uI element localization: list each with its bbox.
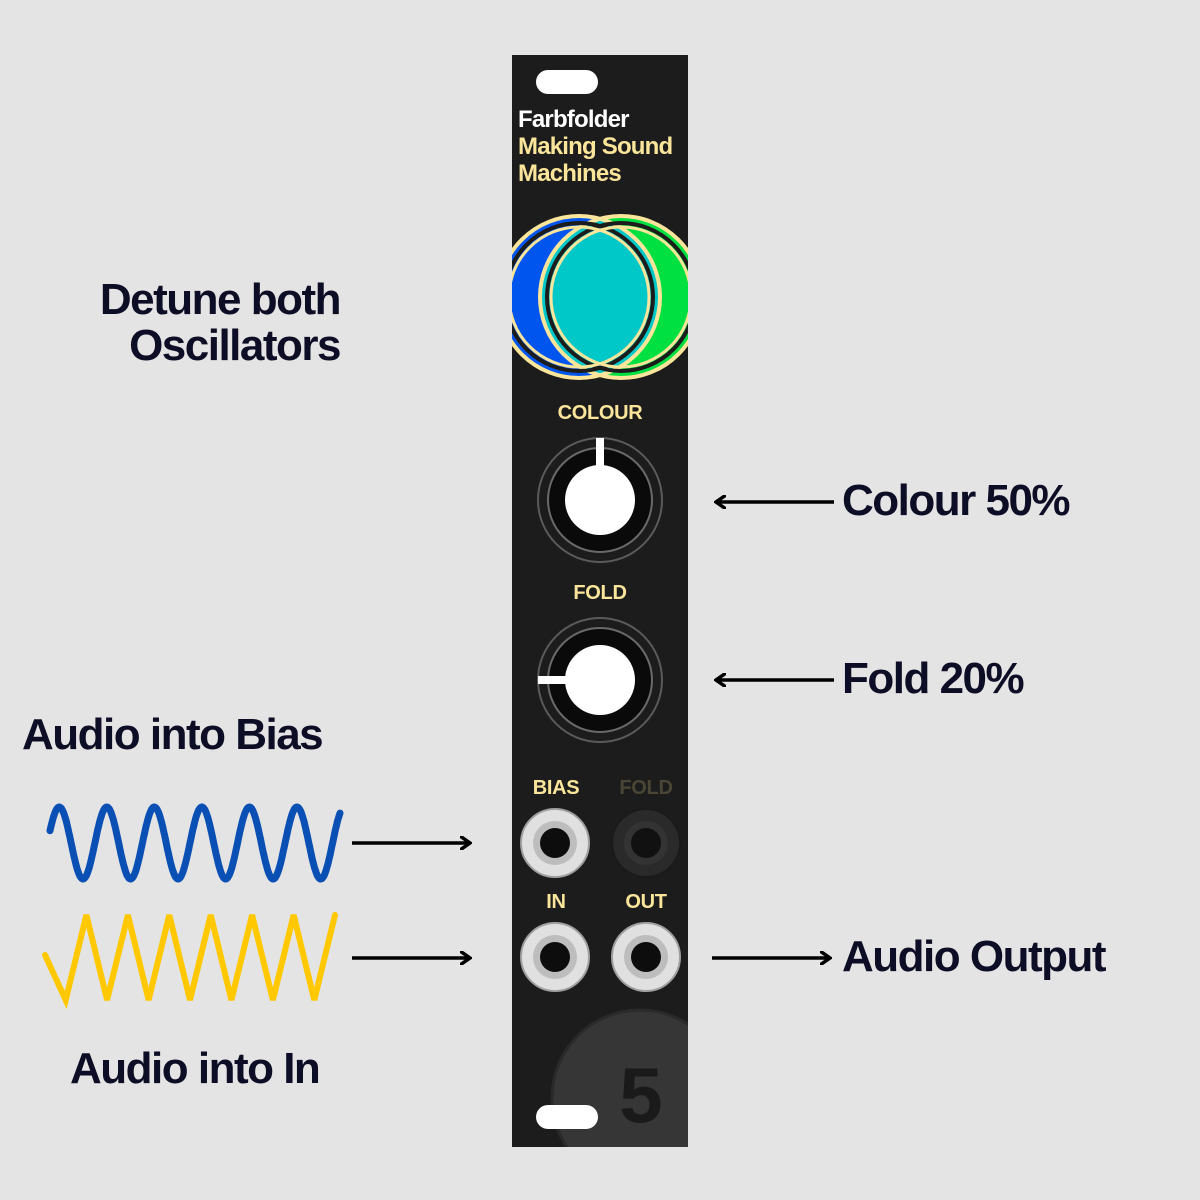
brand-line-2: Machines [518, 160, 622, 187]
triangle-wave-icon [42, 912, 338, 1010]
panel-title-block: Farbfolder Making Sound Machines [518, 106, 673, 187]
detune-annotation: Detune both Oscillators [40, 275, 342, 370]
detune-line-2: Oscillators [129, 321, 341, 370]
bias-jack-label: BIAS [532, 777, 580, 799]
colour-venn-graphic [512, 214, 688, 380]
out-jack[interactable] [611, 922, 681, 992]
bias-jack[interactable] [520, 808, 590, 878]
brand-line-1: Making Sound [518, 133, 673, 160]
module-name: Farbfolder [518, 106, 629, 133]
overlap-lens [540, 216, 660, 378]
in-jack[interactable] [520, 922, 590, 992]
fold-annotation: Fold 20% [842, 654, 1025, 703]
detune-line-1: Detune both [99, 275, 342, 324]
out-jack-label: OUT [625, 891, 667, 913]
colour-annotation: Colour 50% [842, 476, 1071, 525]
fold-label: FOLD [573, 582, 627, 604]
colour-label: COLOUR [557, 402, 643, 424]
audio-into-bias-annotation: Audio into Bias [22, 710, 324, 759]
colour-knob[interactable] [537, 437, 663, 563]
audio-output-annotation: Audio Output [842, 932, 1107, 981]
audio-into-in-annotation: Audio into In [70, 1044, 321, 1093]
sine-wave-icon [46, 803, 344, 883]
mounting-slot-bottom [536, 1105, 598, 1129]
fold-cv-jack[interactable] [611, 808, 681, 878]
badge-number: 5 [619, 1051, 662, 1139]
mounting-slot-top [536, 70, 598, 94]
in-jack-label: IN [546, 891, 566, 913]
fold-knob[interactable] [537, 617, 663, 743]
fold-jack-label: FOLD [619, 777, 673, 799]
